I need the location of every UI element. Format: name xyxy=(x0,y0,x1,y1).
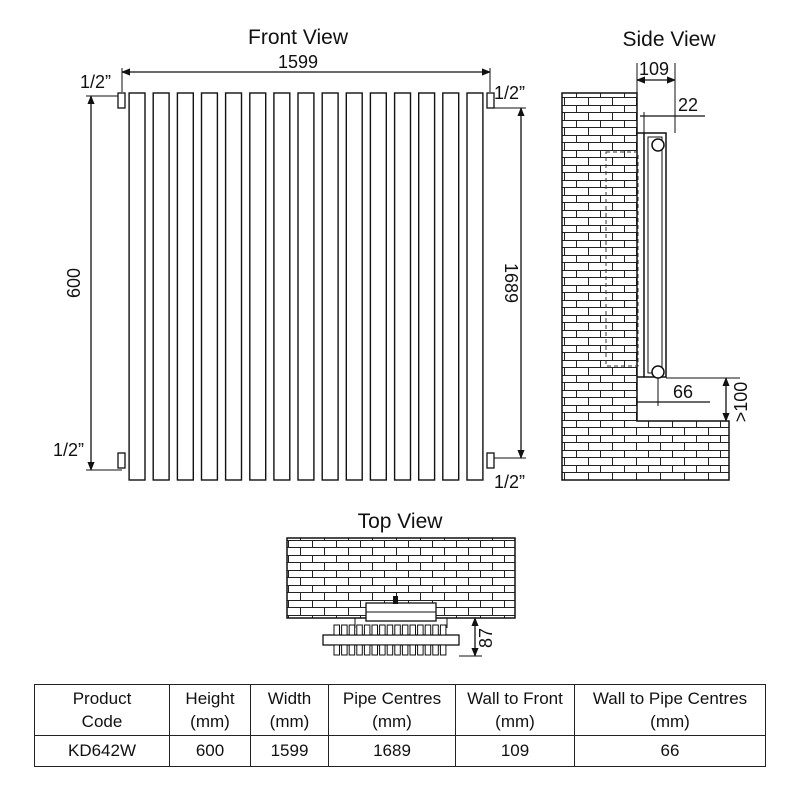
radiator-fin-lower xyxy=(409,644,416,656)
radiator-column xyxy=(128,92,146,481)
radiator-column xyxy=(297,92,315,481)
wall-to-front-label: 109 xyxy=(639,59,669,79)
radiator-fin-upper xyxy=(386,624,394,636)
header-height: Height(mm) xyxy=(169,684,251,736)
radiator-fin-upper xyxy=(424,624,432,636)
cell-height: 600 xyxy=(169,735,251,767)
valve-stub-bottom-left xyxy=(117,452,126,469)
valve-stub-top-left xyxy=(117,92,126,109)
side-view-title: Side View xyxy=(622,28,716,51)
radiator-column xyxy=(345,92,363,481)
radiator-column xyxy=(442,92,460,481)
side-view: Side View 109 22 66 >100 xyxy=(561,28,751,481)
radiator-fin-upper xyxy=(371,624,378,636)
radiator-column xyxy=(369,92,387,481)
cell-product-code: KD642W xyxy=(34,735,170,767)
radiator-fin-upper xyxy=(356,624,363,636)
radiator-fin-lower xyxy=(363,644,371,656)
table-row: KD642W 600 1599 1689 109 66 xyxy=(34,735,766,767)
radiator-fin-lower xyxy=(379,644,386,656)
radiator-fin-upper xyxy=(333,624,340,636)
radiator-columns xyxy=(128,92,484,481)
radiator-fin-upper xyxy=(341,624,348,636)
radiator-fin-upper xyxy=(394,624,401,636)
radiator-fin-lower xyxy=(424,644,432,656)
pipe-circle-bottom xyxy=(651,365,665,379)
top-view-title: Top View xyxy=(358,510,444,533)
radiator-fins-lower xyxy=(333,644,447,656)
fitting-label-top-right: 1/2” xyxy=(494,83,525,103)
cell-pipe-centres: 1689 xyxy=(328,735,456,767)
radiator-fin-upper xyxy=(417,624,424,636)
radiator-fin-upper xyxy=(432,624,439,636)
cell-width: 1599 xyxy=(250,735,329,767)
radiator-side-profile xyxy=(643,132,667,378)
top-view: Top View 87 xyxy=(286,510,516,657)
radiator-fin-lower xyxy=(386,644,394,656)
header-wall-to-front: Wall to Front(mm) xyxy=(455,684,575,736)
depth-dimension-label: 87 xyxy=(476,628,496,648)
radiator-fin-upper xyxy=(439,624,447,636)
radiator-column xyxy=(466,92,484,481)
radiator-fin-upper xyxy=(348,624,356,636)
fitting-label-bottom-right: 1/2” xyxy=(494,472,525,492)
radiator-fins-upper xyxy=(333,624,447,636)
radiator-column xyxy=(393,92,412,481)
pipe-circle-top xyxy=(651,138,665,152)
radiator-column xyxy=(321,92,339,481)
radiator-column xyxy=(176,92,194,481)
radiator-column xyxy=(200,92,219,481)
header-width: Width(mm) xyxy=(250,684,329,736)
wall-to-pipe-label: 66 xyxy=(673,382,693,402)
header-pipe-centres: Pipe Centres(mm) xyxy=(328,684,456,736)
radiator-fin-lower xyxy=(341,644,348,656)
fitting-label-top-left: 1/2” xyxy=(80,72,111,92)
height-dimension-label: 600 xyxy=(64,268,84,298)
cell-wall-to-pipe-centres: 66 xyxy=(574,735,766,767)
radiator-fin-lower xyxy=(333,644,340,656)
radiator-fin-lower xyxy=(371,644,378,656)
radiator-fin-upper xyxy=(409,624,416,636)
radiator-fin-lower xyxy=(348,644,356,656)
radiator-fin-lower xyxy=(417,644,424,656)
width-dimension-label: 1599 xyxy=(278,52,318,72)
fitting-label-bottom-left: 1/2” xyxy=(53,440,84,460)
pipe-centres-dimension-label: 1689 xyxy=(501,263,521,303)
cell-wall-to-front: 109 xyxy=(455,735,575,767)
header-wall-to-pipe-centres: Wall to Pipe Centres(mm) xyxy=(574,684,766,736)
radiator-fin-upper xyxy=(401,624,409,636)
radiator-column xyxy=(249,92,267,481)
floor-clearance-label: >100 xyxy=(731,382,751,423)
radiator-column xyxy=(152,92,170,481)
radiator-fin-lower xyxy=(356,644,363,656)
radiator-fin-lower xyxy=(394,644,401,656)
radiator-fin-upper xyxy=(363,624,371,636)
radiator-column xyxy=(224,92,243,481)
valve-stub-bottom-right xyxy=(486,452,495,469)
front-view-title: Front View xyxy=(248,26,349,49)
radiator-plan-outline xyxy=(322,634,460,646)
radiator-fin-upper xyxy=(379,624,386,636)
radiator-fin-lower xyxy=(439,644,447,656)
front-view: Front View 1599 1/2” 1/2” 1/2” 1/2” 600 … xyxy=(53,26,526,492)
radiator-column xyxy=(273,92,291,481)
radiator-fin-lower xyxy=(432,644,439,656)
bracket-dimension-label: 22 xyxy=(678,95,698,115)
valve-stub-top-right xyxy=(486,92,495,109)
wall-bracket-outline xyxy=(605,151,639,367)
radiator-column xyxy=(418,92,436,481)
radiator-fin-lower xyxy=(401,644,409,656)
